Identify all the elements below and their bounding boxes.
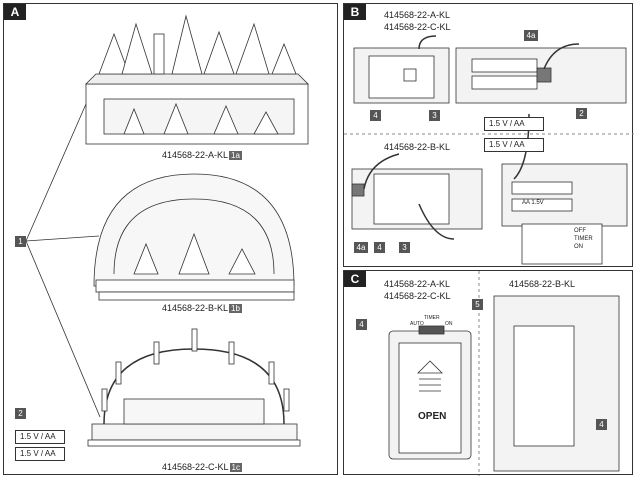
product-1c-illustration <box>87 328 301 447</box>
panel-c-tag: C <box>344 271 366 287</box>
panel-b-battery-minus: 1.5 V / AA <box>484 138 544 152</box>
panel-c-callout-4-right: 4 <box>596 419 607 430</box>
panel-c-illustrations <box>388 271 620 476</box>
panel-b-callout-4-top: 4 <box>370 110 381 121</box>
panel-c-callout-4-left: 4 <box>356 319 367 330</box>
callout-1-lines <box>25 103 101 418</box>
product-1b-illustration <box>93 173 295 301</box>
battery-label-1: 1.5 V / AA <box>15 430 65 444</box>
panel-b-switch-timer: TIMER <box>574 236 593 242</box>
panel-c-switch-on: ON <box>445 321 453 327</box>
panel-c-switch-auto: AUTO <box>410 321 424 327</box>
callout-2: 2 <box>15 408 26 419</box>
panel-a-illustrations <box>25 14 309 447</box>
product-1a-illustration <box>85 14 309 145</box>
panel-c-model-c: 414568-22-C-KL <box>384 291 451 301</box>
panel-b-switch-on: ON <box>574 244 583 250</box>
panel-c-open-label: OPEN <box>418 411 447 422</box>
panel-b-callout-4-bottom: 4 <box>374 242 385 253</box>
panel-b-model-c: 414568-22-C-KL <box>384 22 451 32</box>
panel-b-callout-4a-top: 4a <box>524 30 538 41</box>
panel-b-illustrations <box>344 35 634 265</box>
panel-b-model-a: 414568-22-A-KL <box>384 10 451 20</box>
panel-b-switch-off: OFF <box>574 228 586 234</box>
panel-b-callout-3-bottom: 3 <box>399 242 410 253</box>
panel-c-callout-5: 5 <box>472 299 483 310</box>
battery-label-2: 1.5 V / AA <box>15 447 65 461</box>
panel-c-switch-timer: TIMER <box>424 315 440 321</box>
panel-b-battery-plus: 1.5 V / AA <box>484 117 544 131</box>
panel-b: B 414568-22-A-KL 414568-22-C-KL 414568-2… <box>343 3 634 267</box>
panel-a: A <box>3 3 338 475</box>
panel-b-cell-label: AA 1.5V <box>522 200 544 206</box>
callout-1: 1 <box>15 236 26 247</box>
panel-c-model-b: 414568-22-B-KL <box>509 279 576 289</box>
panel-b-callout-2: 2 <box>576 108 587 119</box>
panel-b-callout-3-top: 3 <box>429 110 440 121</box>
panel-b-tag: B <box>344 4 366 20</box>
panel-c: C 414568-22-A-KL 414568-22-C-KL 414568-2… <box>343 270 633 476</box>
panel-c-model-a: 414568-22-A-KL <box>384 279 451 289</box>
panel-b-callout-4a-bottom: 4a <box>354 242 368 253</box>
panel-a-tag: A <box>4 4 26 20</box>
panel-b-model-b: 414568-22-B-KL <box>384 142 451 152</box>
